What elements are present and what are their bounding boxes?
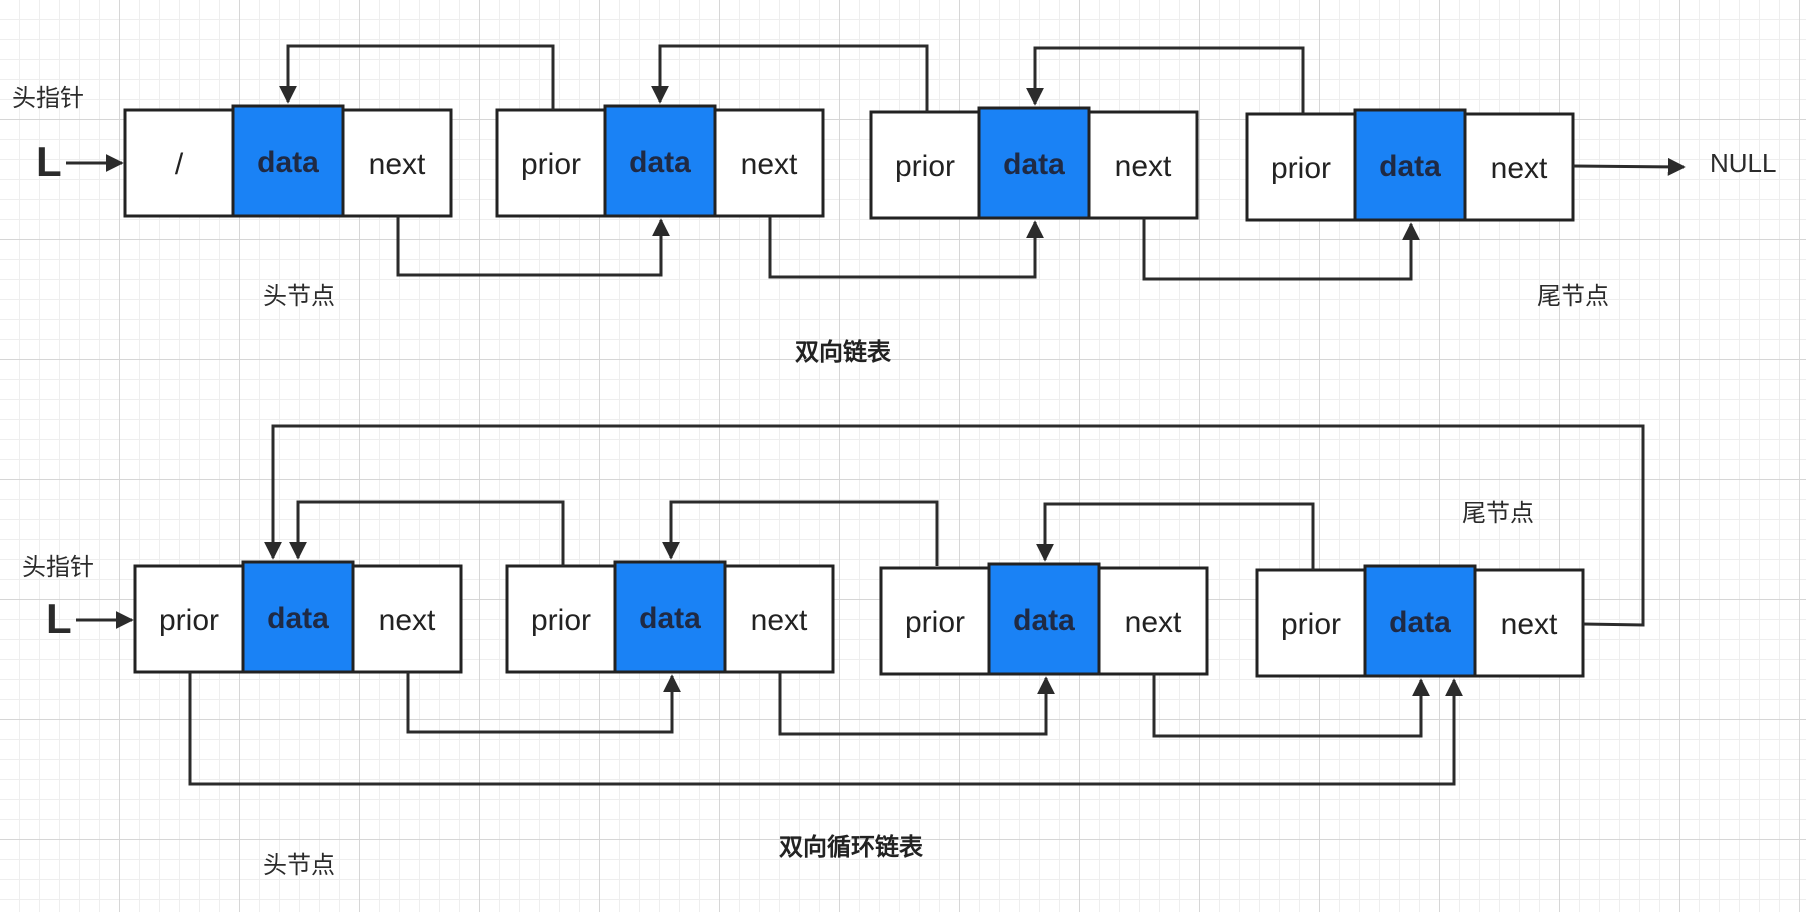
- cnode-3-data-cell: [987, 562, 1101, 676]
- node-3-data-text: data: [1003, 148, 1065, 181]
- node-2-next-text: next: [741, 148, 798, 181]
- cnode-4-next-cell: [1473, 568, 1585, 678]
- circular-head-pointer-variable: L: [46, 595, 72, 642]
- cprior-link-3-to-2: [662, 500, 939, 566]
- node-3-prior-text: prior: [895, 150, 955, 183]
- cnode-1-next-text: next: [379, 604, 436, 637]
- cnode-4-prior-text: prior: [1281, 608, 1341, 641]
- cnode-4-data-cell: [1363, 564, 1477, 678]
- node-1-data-cell: [231, 104, 345, 218]
- node-4-next-cell: [1463, 112, 1575, 222]
- next-link-2-to-3: [768, 216, 1044, 279]
- node-1-prior-cell: [123, 108, 235, 218]
- node-4-next-text: next: [1491, 152, 1548, 185]
- cnode-2-data-text: data: [639, 602, 701, 635]
- diagram-title-doubly-linked-list: 双向链表: [795, 338, 891, 366]
- prior-link-3-to-2: [651, 44, 929, 112]
- node-4-prior-cell: [1245, 112, 1357, 222]
- next-link-tail-to-head: [264, 424, 1645, 627]
- prior-link-4-to-3: [1026, 46, 1305, 114]
- node-2-data-text: data: [629, 146, 691, 179]
- cnode-3-prior-cell: [879, 566, 991, 676]
- cnode-2-next-cell: [723, 564, 835, 674]
- node-4: prior data next: [1245, 108, 1575, 222]
- prior-link-head-to-tail: [188, 672, 1463, 786]
- head-pointer-variable: L: [36, 138, 62, 185]
- circular-tail-node-label: 尾节点: [1462, 499, 1534, 527]
- node-1: / data next: [123, 104, 453, 218]
- cnext-link-1-to-2: [406, 672, 681, 734]
- head-pointer-label: 头指针: [12, 84, 84, 112]
- node-1-data-text: data: [257, 146, 319, 179]
- tail-null-arrow-icon: [1572, 157, 1686, 176]
- cnext-link-2-to-3: [778, 672, 1055, 736]
- circular-head-node-label: 头节点: [263, 851, 335, 879]
- cnode-3-prior-text: prior: [905, 606, 965, 639]
- head-node-label: 头节点: [263, 282, 335, 310]
- node-1-next-text: next: [369, 148, 426, 181]
- cnode-2-prior-cell: [505, 564, 617, 674]
- cnode-1: prior data next: [133, 560, 463, 674]
- circular-doubly-linked-list: prior data next prior data next prior da…: [46, 424, 1645, 786]
- node-2: prior data next: [495, 104, 825, 218]
- node-2-data-cell: [603, 104, 717, 218]
- node-1-prior-text: /: [175, 148, 184, 181]
- next-link-1-to-2: [396, 216, 670, 277]
- tail-node-label: 尾节点: [1537, 282, 1609, 310]
- cnode-3: prior data next: [879, 562, 1209, 676]
- node-3: prior data next: [869, 106, 1199, 220]
- cprior-link-4-to-3: [1036, 502, 1315, 570]
- cnode-4-next-text: next: [1501, 608, 1558, 641]
- node-4-data-text: data: [1379, 150, 1441, 183]
- cprior-link-2-to-1: [289, 500, 565, 566]
- cnode-3-next-text: next: [1125, 606, 1182, 639]
- node-2-prior-text: prior: [521, 148, 581, 181]
- cnode-1-next-cell: [351, 564, 463, 674]
- node-3-next-text: next: [1115, 150, 1172, 183]
- cnode-2-data-cell: [613, 560, 727, 674]
- null-label: NULL: [1710, 148, 1777, 178]
- cnode-1-prior-text: prior: [159, 604, 219, 637]
- cnext-link-3-to-4: [1152, 674, 1430, 738]
- cnode-4: prior data next: [1255, 564, 1585, 678]
- next-link-3-to-4: [1142, 218, 1420, 281]
- cnode-2-next-text: next: [751, 604, 808, 637]
- cnode-1-data-cell: [241, 560, 355, 674]
- diagram-title-circular-doubly-linked-list: 双向循环链表: [779, 833, 923, 861]
- cnode-1-prior-cell: [133, 564, 245, 674]
- doubly-linked-list: / data next prior data next prior data n…: [36, 44, 1686, 281]
- cnode-2-prior-text: prior: [531, 604, 591, 637]
- cnode-2: prior data next: [505, 560, 835, 674]
- cnode-4-data-text: data: [1389, 606, 1451, 639]
- cnode-1-data-text: data: [267, 602, 329, 635]
- circular-head-pointer-label: 头指针: [22, 553, 94, 581]
- cnode-3-data-text: data: [1013, 604, 1075, 637]
- node-3-prior-cell: [869, 110, 981, 220]
- prior-link-2-to-1: [279, 44, 555, 110]
- node-2-next-cell: [713, 108, 825, 218]
- node-3-data-cell: [977, 106, 1091, 220]
- node-4-prior-text: prior: [1271, 152, 1331, 185]
